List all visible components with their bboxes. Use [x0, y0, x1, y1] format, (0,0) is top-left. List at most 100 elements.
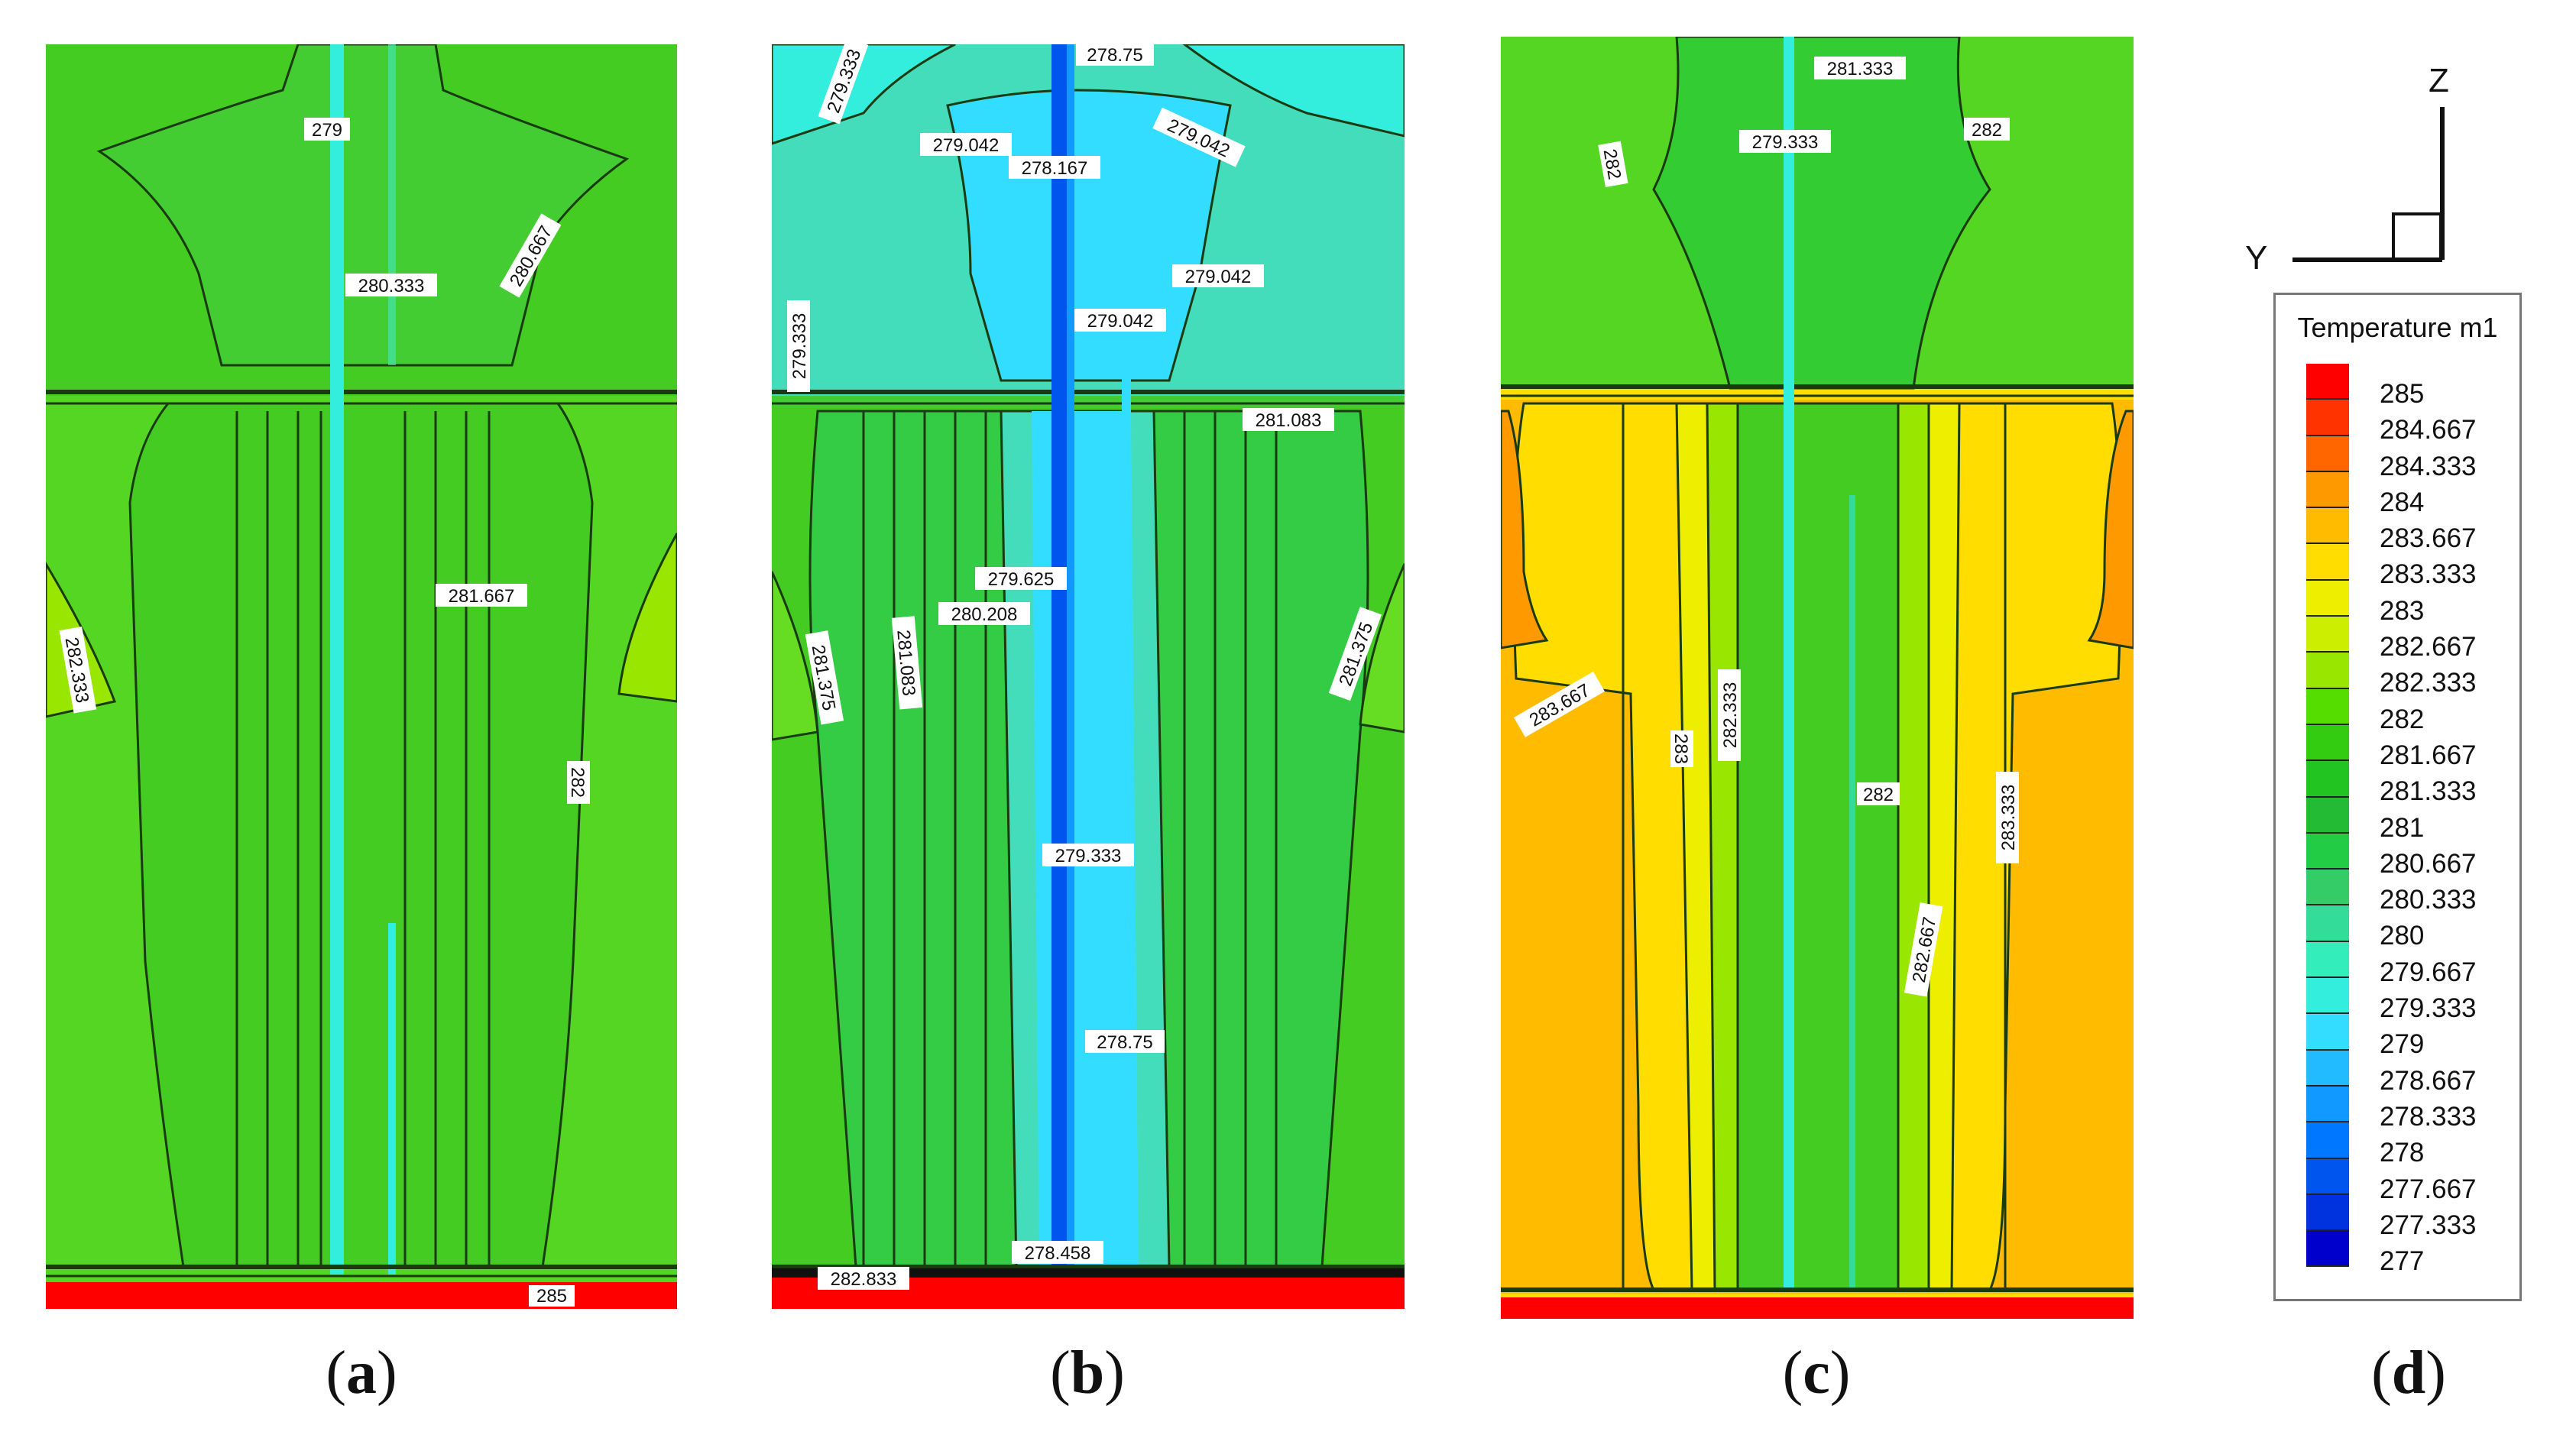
legend-swatch [2306, 761, 2349, 798]
legend-label: 280.667 [2380, 848, 2477, 879]
svg-text:282: 282 [1863, 785, 1894, 805]
legend-swatch [2306, 653, 2349, 689]
contour-label: 282 [1598, 141, 1628, 187]
legend-swatch [2306, 508, 2349, 545]
contour-label: 280.208 [938, 602, 1030, 625]
legend-label: 281 [2380, 812, 2425, 843]
svg-text:280.333: 280.333 [358, 276, 425, 296]
y-axis-label: Y [2245, 239, 2267, 277]
svg-text:280.208: 280.208 [951, 604, 1018, 625]
svg-text:282.333: 282.333 [1720, 682, 1741, 749]
contour-label: 282 [1964, 118, 2010, 141]
legend-swatch [2306, 1194, 2349, 1232]
contour-label: 279.042 [1172, 264, 1264, 287]
contour-panel-c: 281.333 282 279.333 282 283.667 282.333 … [1501, 37, 2134, 1319]
svg-text:283: 283 [1670, 734, 1691, 764]
contour-label: 281.667 [436, 584, 527, 607]
svg-text:279.042: 279.042 [1087, 311, 1154, 332]
legend-swatch [2306, 1231, 2349, 1268]
legend-label: 277.667 [2380, 1174, 2477, 1204]
legend-label: 285 [2380, 379, 2425, 409]
legend-label: 282.333 [2380, 668, 2477, 698]
contour-label: 285 [529, 1285, 575, 1307]
caption-b: (b) [1050, 1339, 1125, 1407]
caption-a: (a) [326, 1339, 397, 1407]
contour-label: 278.75 [1076, 44, 1154, 66]
legend-label: 278 [2380, 1138, 2425, 1168]
svg-text:282: 282 [1972, 120, 2002, 141]
legend-swatch [2306, 400, 2349, 436]
svg-text:279.042: 279.042 [1185, 267, 1252, 287]
legend-swatch [2306, 724, 2349, 762]
svg-text:278.458: 278.458 [1025, 1243, 1091, 1264]
legend-swatch [2306, 1122, 2349, 1159]
contour-panel-b: 279.333 278.75 279.042 278.167 279.042 2… [772, 44, 1405, 1309]
legend-swatch [2306, 870, 2349, 906]
legend-swatch [2306, 436, 2349, 472]
legend-swatch [2306, 580, 2349, 617]
legend-swatch [2306, 544, 2349, 581]
legend-swatch [2306, 364, 2349, 400]
contour-label: 279 [304, 118, 350, 141]
legend-label: 279.333 [2380, 993, 2477, 1024]
svg-text:282.833: 282.833 [831, 1269, 897, 1290]
legend-label: 283.667 [2380, 523, 2477, 554]
axis-triad: Z Y [2231, 53, 2461, 283]
contour-label: 279.042 [1074, 309, 1166, 332]
contour-label: 281.083 [1243, 408, 1334, 431]
legend-swatch [2306, 1050, 2349, 1087]
contour-label: 281.333 [1814, 57, 1906, 79]
contour-label: 283.333 [1996, 772, 2019, 863]
svg-text:278.75: 278.75 [1087, 45, 1142, 66]
legend-label: 284.333 [2380, 451, 2477, 481]
contour-label: 283 [1670, 730, 1693, 767]
svg-text:279.625: 279.625 [988, 569, 1055, 590]
legend-label: 278.667 [2380, 1065, 2477, 1096]
contour-label: 282 [567, 761, 590, 804]
legend-label: 277.333 [2380, 1210, 2477, 1240]
legend-label: 279 [2380, 1029, 2425, 1060]
contour-label: 279.625 [975, 567, 1067, 590]
svg-text:285: 285 [536, 1286, 567, 1307]
legend-swatch [2306, 905, 2349, 942]
legend-label: 282 [2380, 704, 2425, 734]
legend-swatch [2306, 978, 2349, 1015]
svg-text:279.042: 279.042 [933, 135, 1000, 156]
legend-label: 278.333 [2380, 1101, 2477, 1132]
contour-label: 280.333 [345, 274, 437, 296]
legend-swatch [2306, 797, 2349, 834]
contour-label: 279.042 [920, 133, 1012, 156]
svg-text:281.083: 281.083 [1256, 410, 1322, 431]
svg-text:283.333: 283.333 [1998, 785, 2019, 851]
contour-label: 282 [1857, 782, 1900, 805]
caption-d: (d) [2371, 1339, 2446, 1407]
svg-text:279.333: 279.333 [1055, 846, 1122, 866]
legend-label: 280 [2380, 921, 2425, 951]
legend-swatch [2306, 1086, 2349, 1123]
temperature-legend: Temperature m1 285 284.667 284.333 284 283.6… [2273, 293, 2522, 1301]
legend-label: 282.667 [2380, 632, 2477, 662]
contour-label: 282.333 [1718, 669, 1741, 761]
contour-panel-a: 279 280.667 280.333 281.667 282.333 282 … [46, 44, 677, 1309]
contour-label: 279.333 [1739, 130, 1831, 153]
svg-text:282: 282 [567, 767, 588, 798]
contour-label: 278.167 [1009, 156, 1100, 179]
legend-title: Temperature m1 [2297, 312, 2498, 343]
legend-label: 281.667 [2380, 740, 2477, 770]
svg-text:278.75: 278.75 [1097, 1032, 1152, 1053]
legend-swatch [2306, 617, 2349, 653]
legend-swatch [2306, 833, 2349, 870]
legend-label: 284 [2380, 487, 2425, 517]
legend-label: 280.333 [2380, 885, 2477, 915]
svg-text:279.333: 279.333 [789, 313, 810, 380]
svg-text:278.167: 278.167 [1022, 158, 1088, 179]
legend-swatch [2306, 688, 2349, 725]
legend-swatch [2306, 941, 2349, 979]
caption-c: (c) [1782, 1339, 1851, 1407]
contour-label: 279.333 [787, 300, 810, 392]
legend-swatch [2306, 471, 2349, 509]
contour-label: 282.833 [818, 1267, 909, 1290]
legend-label: 283.333 [2380, 559, 2477, 590]
legend-label: 277 [2380, 1246, 2425, 1277]
legend-label: 284.667 [2380, 415, 2477, 445]
